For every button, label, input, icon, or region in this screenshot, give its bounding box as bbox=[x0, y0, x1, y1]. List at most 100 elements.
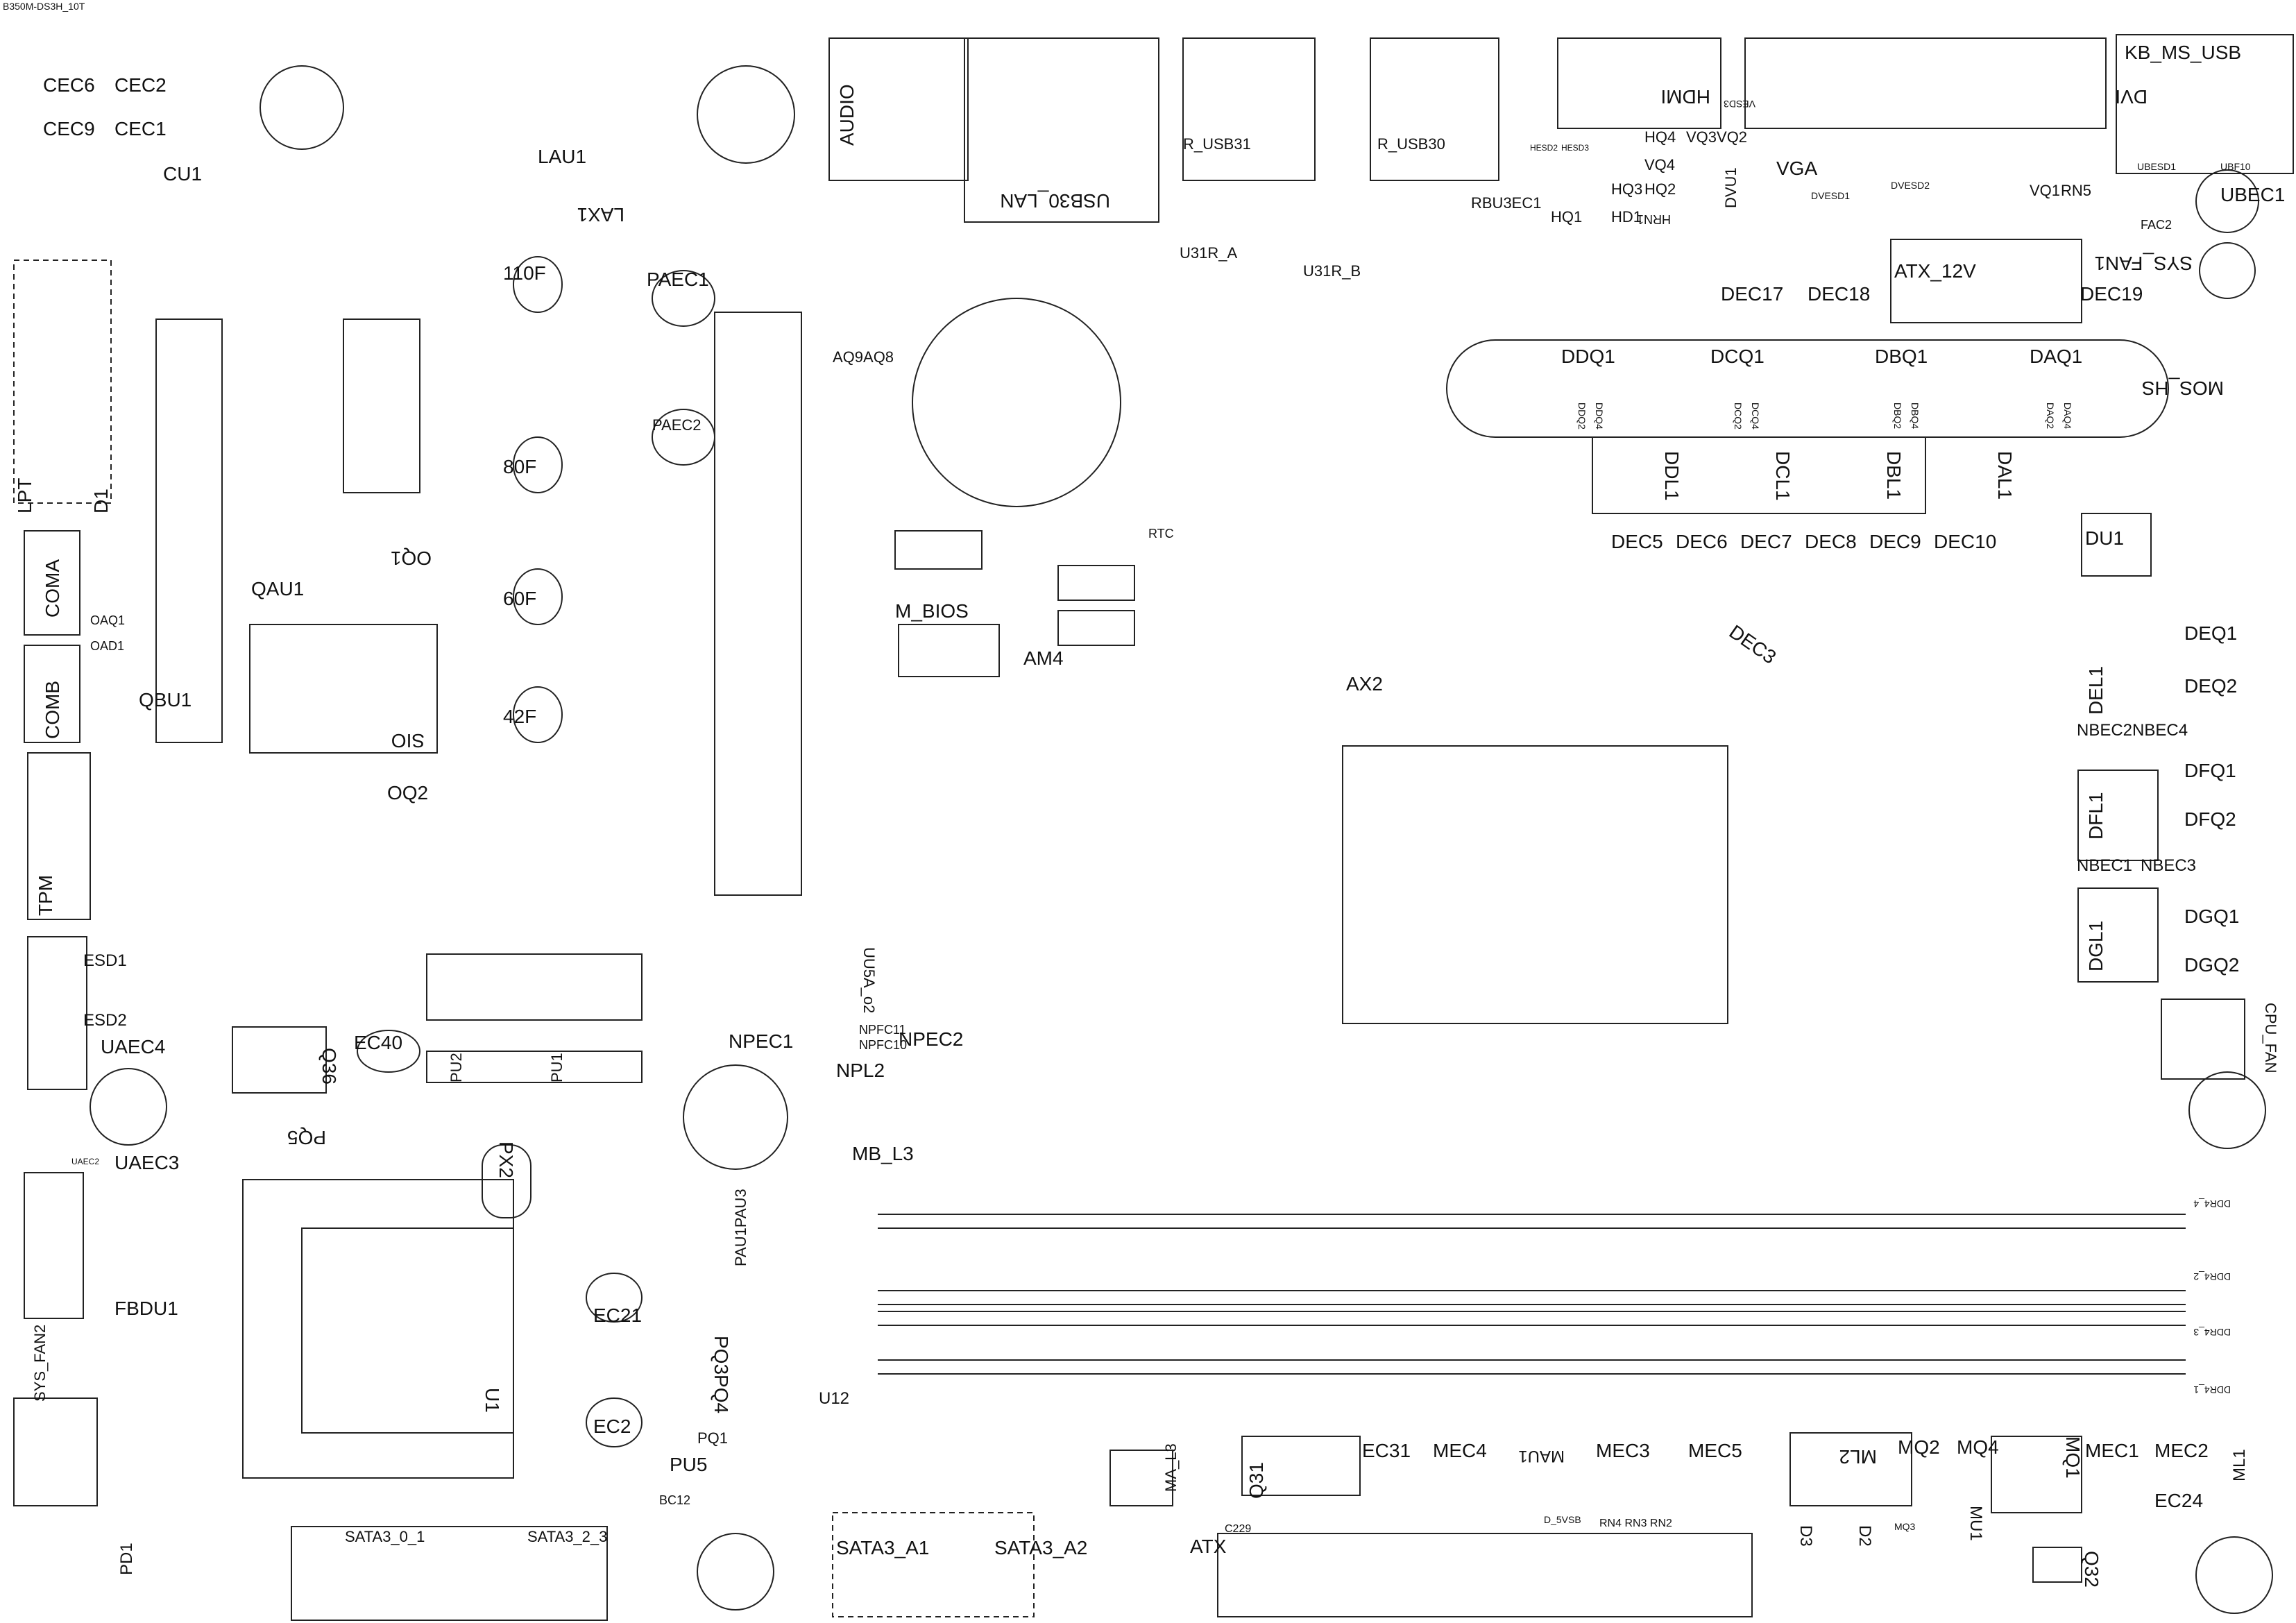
label-CEC6: CEC6 bbox=[43, 74, 95, 96]
label-MEC5: MEC5 bbox=[1688, 1440, 1742, 1461]
label-ATX_12V: ATX_12V bbox=[1894, 260, 1976, 282]
label-MOS_HS: MOS_HS bbox=[2142, 377, 2224, 399]
label-CPU_FAN: CPU_FAN bbox=[2262, 1003, 2279, 1073]
label-NPFC10: NPFC10 bbox=[859, 1038, 907, 1052]
label-MQ2: MQ2 bbox=[1898, 1436, 1940, 1458]
label-M_BIOS: M_BIOS bbox=[895, 600, 969, 622]
label-HDMI: HDMI bbox=[1660, 86, 1710, 108]
label-DVI: DVI bbox=[2115, 86, 2148, 108]
label-NPEC1: NPEC1 bbox=[729, 1030, 793, 1052]
label-D_5VSB: D_5VSB bbox=[1544, 1514, 1581, 1525]
label-PX2: PX2 bbox=[495, 1141, 517, 1178]
label-OQ1: OQ1 bbox=[391, 547, 432, 569]
label-SATA3_A1: SATA3_A1 bbox=[836, 1537, 929, 1558]
label-MU1: MU1 bbox=[1966, 1506, 1985, 1541]
label-CU1: CU1 bbox=[163, 163, 202, 185]
label-R_USB31: R_USB31 bbox=[1183, 135, 1251, 153]
label-SIO: SIO bbox=[391, 730, 425, 751]
label-FBDU1: FBDU1 bbox=[114, 1298, 178, 1319]
label-R_USB30: R_USB30 bbox=[1377, 135, 1445, 153]
label-HQ2: HQ2 bbox=[1644, 180, 1676, 198]
label-RN4RN3RN2: RN4 RN3 RN2 bbox=[1599, 1518, 1672, 1529]
label-DCQ1: DCQ1 bbox=[1710, 346, 1764, 367]
label-MEC2: MEC2 bbox=[2154, 1440, 2209, 1461]
label-EC31: EC31 bbox=[1362, 1440, 1411, 1461]
label-NPEC2: NPEC2 bbox=[899, 1028, 963, 1050]
label-DVU1: DVU1 bbox=[1722, 167, 1740, 208]
label-DEC9: DEC9 bbox=[1869, 531, 1921, 552]
label-DCQ2: DCQ2 bbox=[1733, 402, 1744, 430]
label-PAU1PAU3: PAU1PAU3 bbox=[732, 1189, 749, 1266]
label-DVESD1: DVESD1 bbox=[1811, 190, 1850, 201]
label-PQ5: PQ5 bbox=[287, 1127, 326, 1148]
label-DFQ2: DFQ2 bbox=[2184, 808, 2236, 830]
label-ESD2: ESD2 bbox=[83, 1011, 127, 1030]
label-ML2: ML2 bbox=[1839, 1446, 1877, 1468]
label-AQ9AQ8: AQ9AQ8 bbox=[833, 348, 894, 366]
label-Q32: Q32 bbox=[2081, 1551, 2102, 1588]
label-MEC3: MEC3 bbox=[1596, 1440, 1650, 1461]
label-AX2: AX2 bbox=[1346, 673, 1383, 695]
label-DEC5: DEC5 bbox=[1611, 531, 1663, 552]
label-UAEC3: UAEC3 bbox=[114, 1152, 179, 1173]
label-EC21: EC21 bbox=[593, 1305, 642, 1326]
label-DEC3: DEC3 bbox=[1726, 621, 1780, 668]
label-UU5A_o2: UU5A_o2 bbox=[860, 947, 878, 1013]
label-DDQ1: DDQ1 bbox=[1561, 346, 1615, 367]
label-COMA: COMA bbox=[42, 559, 63, 618]
label-DAL1: DAL1 bbox=[1994, 451, 2016, 500]
label-NPFC11: NPFC11 bbox=[859, 1023, 906, 1037]
label-U31R_B: U31R_B bbox=[1303, 262, 1361, 280]
label-SYS_FAN1: SYS_FAN1 bbox=[2094, 253, 2193, 274]
label-HRN1: HRN1 bbox=[1637, 212, 1671, 226]
label-DEC10: DEC10 bbox=[1934, 531, 1996, 552]
label-EC2: EC2 bbox=[593, 1416, 631, 1437]
label-UAEC4: UAEC4 bbox=[101, 1036, 165, 1057]
label-DFL1: DFL1 bbox=[2085, 792, 2107, 840]
label-DEC8: DEC8 bbox=[1805, 531, 1857, 552]
label-PU1: PU1 bbox=[548, 1053, 566, 1082]
label-MQ1: MQ1 bbox=[2062, 1436, 2084, 1479]
label-CEC1: CEC1 bbox=[114, 118, 167, 139]
label-HQ3: HQ3 bbox=[1611, 180, 1642, 198]
label-HD1: HD1 bbox=[1611, 208, 1642, 226]
label-PAEC1: PAEC1 bbox=[647, 269, 709, 290]
label-UBF10: UBF10 bbox=[2220, 161, 2251, 172]
label-DEC6: DEC6 bbox=[1676, 531, 1728, 552]
label-LAU1: LAU1 bbox=[538, 146, 586, 167]
label-DBQ2: DBQ2 bbox=[1892, 402, 1903, 429]
label-DU1: DU1 bbox=[2085, 527, 2124, 549]
label-PD1: PD1 bbox=[117, 1543, 136, 1575]
label-DEL1: DEL1 bbox=[2085, 666, 2107, 715]
label-EC24: EC24 bbox=[2154, 1490, 2203, 1511]
label-DBQ4: DBQ4 bbox=[1910, 402, 1921, 429]
label-DDL1: DDL1 bbox=[1661, 451, 1683, 501]
label-UBESD1: UBESD1 bbox=[2137, 161, 2176, 172]
label-Q36: Q36 bbox=[318, 1048, 340, 1085]
label-OAQ1: OAQ1 bbox=[90, 613, 125, 627]
label-MEC4: MEC4 bbox=[1433, 1440, 1487, 1461]
label-MA_L3: MA_L3 bbox=[1162, 1443, 1180, 1492]
label-AM4: AM4 bbox=[1023, 647, 1064, 669]
label-MQ3: MQ3 bbox=[1894, 1521, 1916, 1532]
label-80F: 80F bbox=[503, 456, 536, 477]
label-OAD1: OAD1 bbox=[90, 639, 124, 653]
label-DEQ1: DEQ1 bbox=[2184, 622, 2237, 644]
label-VQ4: VQ4 bbox=[1644, 156, 1675, 173]
label-UBEC1: UBEC1 bbox=[2220, 184, 2285, 205]
label-DEQ2: DEQ2 bbox=[2184, 675, 2237, 697]
label-EC40: EC40 bbox=[354, 1032, 402, 1053]
label-ESD1: ESD1 bbox=[83, 951, 127, 970]
label-TPM: TPM bbox=[35, 875, 56, 916]
label-HESD2: HESD2 bbox=[1530, 143, 1558, 153]
label-RBU3EC1: RBU3EC1 bbox=[1471, 194, 1541, 212]
label-MB_L3: MB_L3 bbox=[852, 1143, 914, 1164]
label-BC12: BC12 bbox=[659, 1493, 690, 1507]
label-PU2: PU2 bbox=[448, 1053, 465, 1082]
label-DEC18: DEC18 bbox=[1808, 283, 1870, 305]
label-DGQ2: DGQ2 bbox=[2184, 954, 2239, 976]
label-DDR4_3: DDR4_3 bbox=[2193, 1327, 2231, 1338]
label-SYS_FAN2: SYS_FAN2 bbox=[31, 1325, 49, 1402]
label-CEC2: CEC2 bbox=[114, 74, 167, 96]
